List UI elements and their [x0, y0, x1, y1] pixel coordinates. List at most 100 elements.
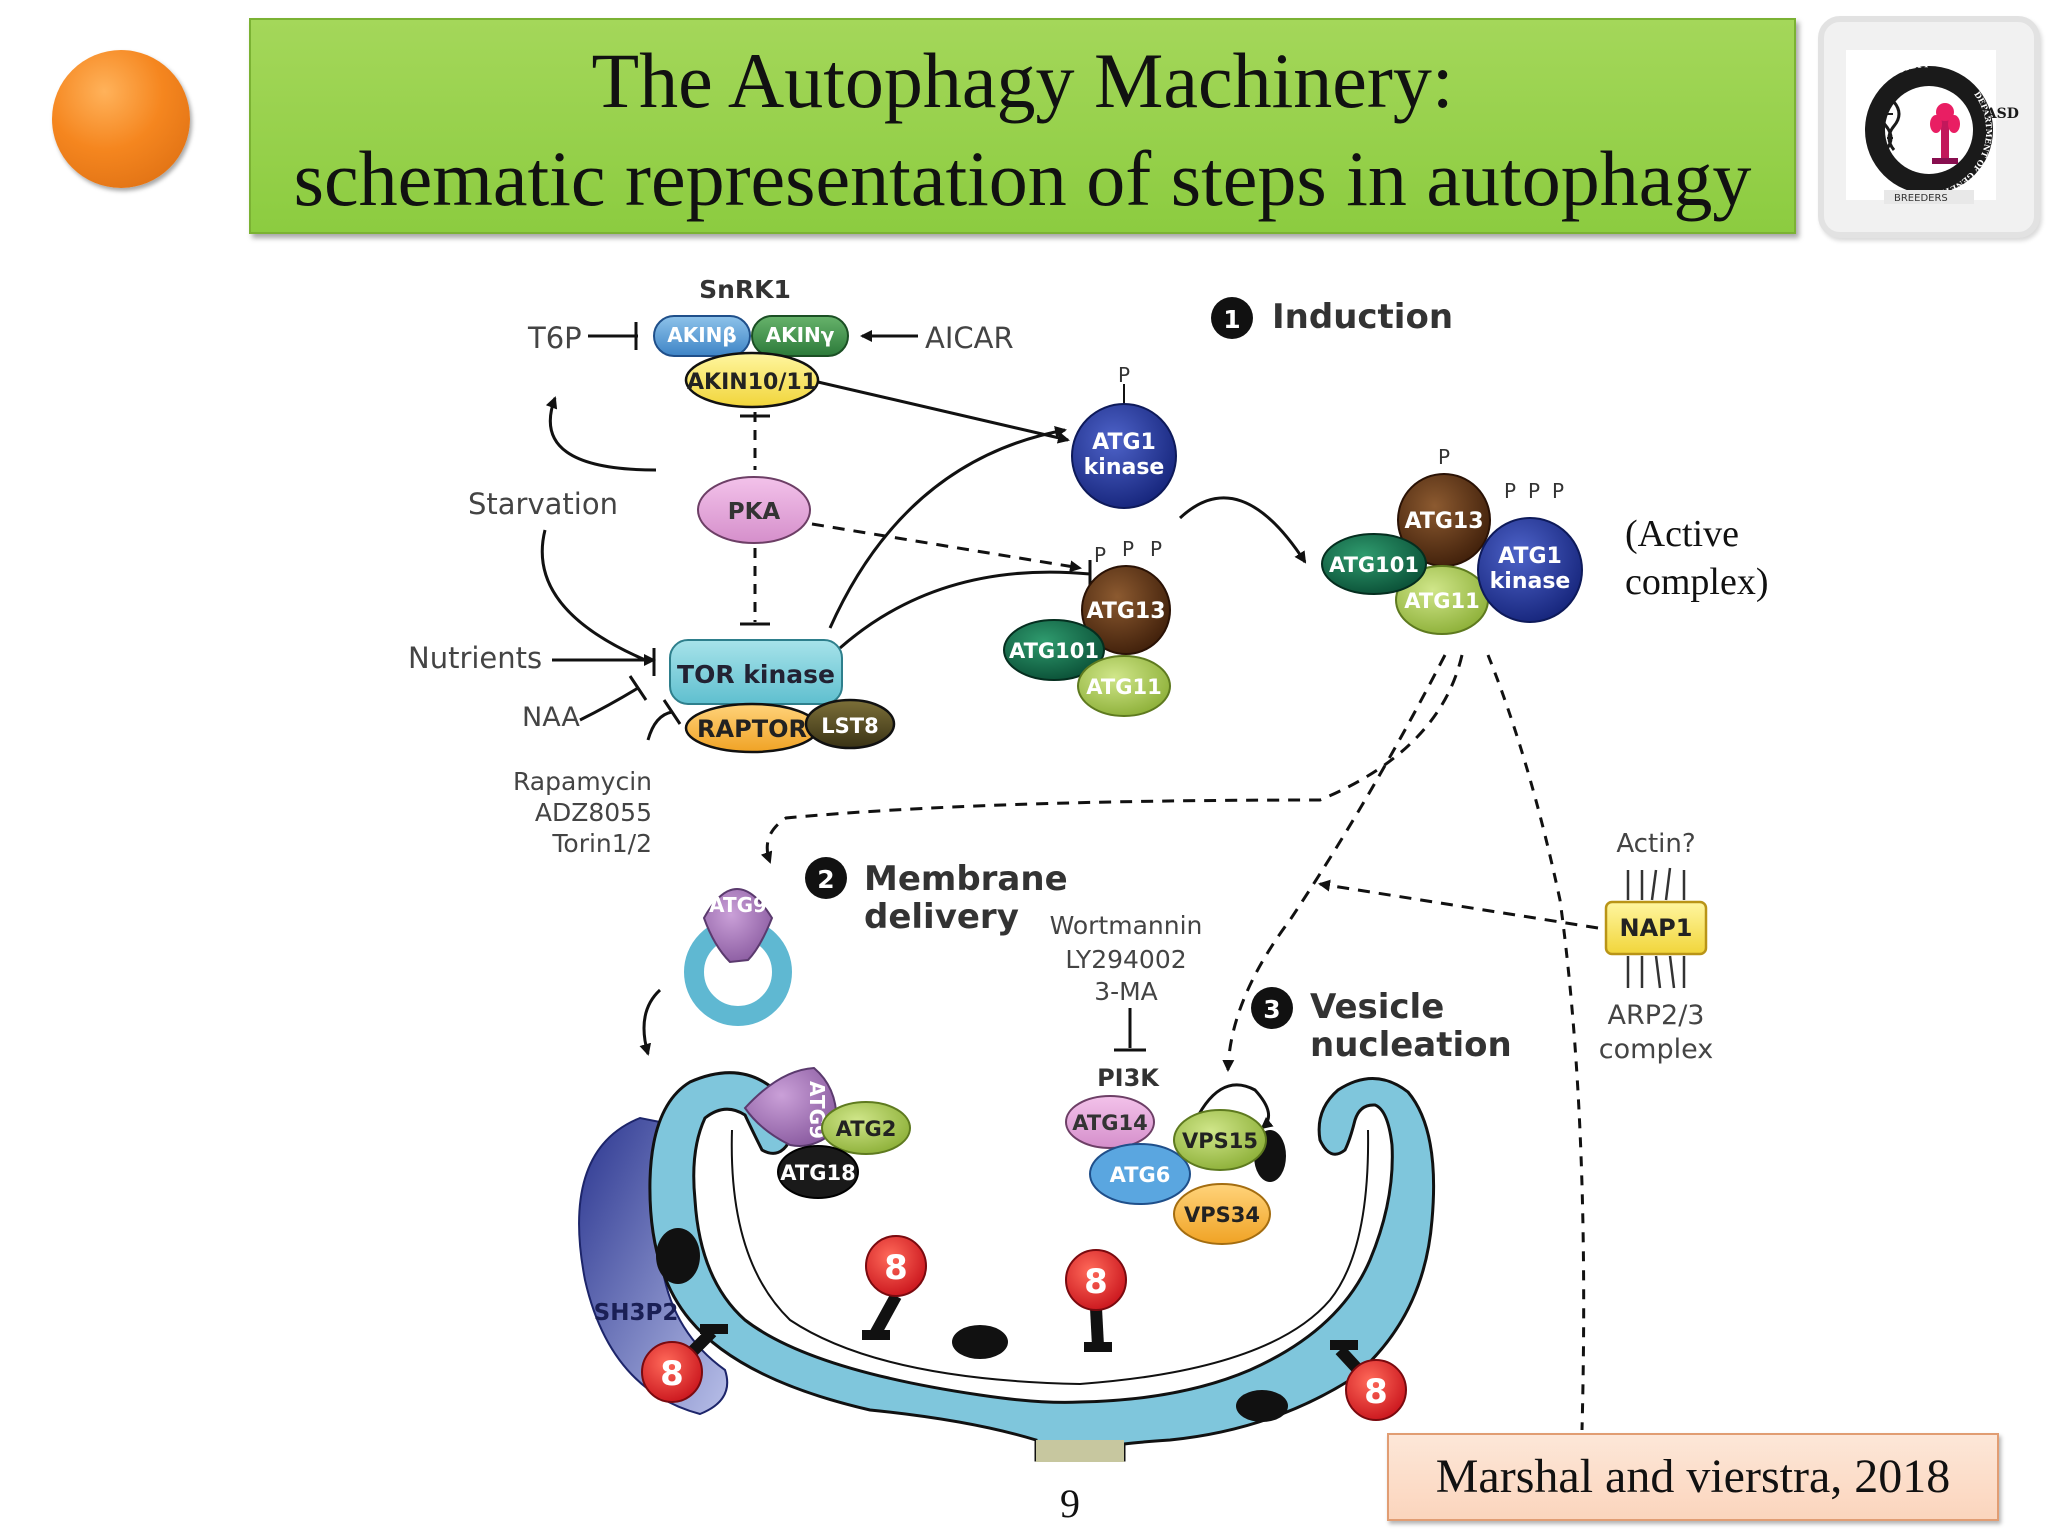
label-p-active-1: P	[1438, 445, 1450, 469]
label-atg1: ATG1	[1092, 430, 1156, 455]
label-vps15: VPS15	[1182, 1129, 1258, 1153]
label-snrk1: SnRK1	[699, 275, 791, 304]
membrane-stalk-shape	[1036, 1440, 1124, 1462]
label-akin10-11: AKIN10/11	[687, 370, 817, 395]
label-p-atg13-3: P	[1150, 537, 1162, 561]
step2-badge-icon	[805, 857, 847, 899]
logo-dna-icon	[1879, 101, 1901, 151]
atg6-shape	[1089, 1143, 1191, 1205]
label-pka: PKA	[728, 499, 781, 525]
label-atg1-kinase: kinase	[1084, 455, 1165, 480]
label-raptor: RAPTOR	[697, 715, 807, 743]
label-naa: NAA	[522, 702, 580, 733]
active-complex-line1: (Active	[1625, 513, 1739, 555]
diagram-labels: SnRK1 T6P AICAR AKINβ AKINγ AKIN10/11 PK…	[408, 275, 1713, 1462]
label-p-atg13-1: P	[1094, 543, 1106, 567]
atg13-shape	[1081, 565, 1171, 655]
label-pi3k: PI3K	[1097, 1064, 1160, 1092]
label-rapamycin: Rapamycin	[513, 767, 652, 796]
label-torin: Torin1/2	[551, 829, 652, 858]
active-complex-annotation: (Active complex)	[1625, 510, 1769, 606]
label-starvation: Starvation	[468, 487, 618, 521]
slide-title-line2: schematic representation of steps in aut…	[293, 135, 1752, 222]
label-nap1: NAP1	[1620, 914, 1693, 942]
label-atg8-2: 8	[1084, 1262, 1108, 1302]
step1-number: 1	[1223, 305, 1240, 334]
atg14-shape	[1065, 1095, 1155, 1149]
atg2-shape	[821, 1101, 911, 1155]
label-3-ma: 3-MA	[1094, 977, 1158, 1006]
label-active-atg13: ATG13	[1405, 509, 1484, 534]
atg8-markers: 8 8 8 8	[641, 1235, 1407, 1421]
active-atg1-shape	[1477, 517, 1583, 623]
atg8-marker-2	[1065, 1249, 1127, 1311]
label-adz8055: ADZ8055	[535, 798, 652, 827]
atg1-kinase-shape	[1071, 403, 1177, 509]
label-atg18: ATG18	[780, 1161, 855, 1185]
society-logo: GENETICS SOCIETY DEPARTMENT OF GENETICS …	[1818, 14, 2040, 238]
step2-number: 2	[817, 865, 834, 894]
label-p-atg1: P	[1118, 363, 1130, 387]
label-ly294002: LY294002	[1065, 945, 1186, 974]
atg8-marker-3	[1345, 1359, 1407, 1421]
label-atg13: ATG13	[1087, 599, 1166, 624]
step3-label-line1: Vesicle	[1310, 987, 1444, 1027]
akin-gamma-shape	[751, 315, 849, 357]
label-atg9: ATG9	[709, 893, 767, 917]
label-atg6: ATG6	[1110, 1163, 1171, 1187]
akin10-11-shape	[684, 351, 820, 409]
step1-badge-icon	[1211, 297, 1253, 339]
slide-title-box: The Autophagy Machinery: schematic repre…	[249, 18, 1796, 234]
label-akin-beta: AKINβ	[667, 323, 736, 347]
nap1-shape	[1604, 900, 1708, 956]
atg8-marker-1	[865, 1235, 927, 1297]
membrane-anchor-1	[656, 1228, 700, 1284]
label-atg8-1: 8	[884, 1248, 908, 1288]
step3-number: 3	[1263, 995, 1280, 1024]
atg9-shape	[702, 888, 774, 964]
active-complex-line2: complex)	[1625, 561, 1769, 603]
label-akin-gamma: AKINγ	[766, 323, 835, 347]
label-wortmannin: Wortmannin	[1050, 911, 1203, 940]
label-atg8-3: 8	[1364, 1372, 1388, 1412]
label-aicar: AICAR	[925, 321, 1014, 355]
step2-label-line1: Membrane	[864, 859, 1068, 899]
pka-shape	[697, 476, 811, 544]
label-p-active-3: P	[1528, 479, 1540, 503]
step1-label: Induction	[1272, 297, 1453, 337]
label-nutrients: Nutrients	[408, 641, 542, 675]
citation-box: Marshal and vierstra, 2018	[1387, 1433, 1999, 1521]
label-t6p: T6P	[527, 321, 582, 355]
label-vps34: VPS34	[1184, 1203, 1260, 1227]
actin-filaments-icon	[1626, 867, 1686, 989]
vps15-shape	[1173, 1109, 1267, 1171]
label-p-active-4: P	[1552, 479, 1564, 503]
step3-badge-icon	[1251, 987, 1293, 1029]
vps34-shape	[1173, 1183, 1271, 1245]
label-arp23: ARP2/3	[1608, 1000, 1705, 1031]
orange-bullet-icon	[52, 50, 190, 188]
step2-label-line2: delivery	[864, 897, 1019, 937]
label-tor-kinase: TOR kinase	[677, 660, 835, 689]
label-arp23-complex: complex	[1599, 1034, 1713, 1065]
logo-uasd-text: UASD	[1974, 106, 2019, 122]
membrane-anchor-2	[952, 1325, 1008, 1359]
label-atg101: ATG101	[1009, 639, 1099, 663]
atg11-shape	[1077, 655, 1171, 717]
step3-label-line2: nucleation	[1310, 1025, 1512, 1065]
active-atg101-shape	[1321, 533, 1427, 595]
label-p-atg13-2: P	[1122, 537, 1134, 561]
atg8-marker-4	[641, 1341, 703, 1403]
label-active-atg101: ATG101	[1329, 553, 1419, 577]
connector-lines	[540, 322, 1599, 1431]
label-atg2: ATG2	[836, 1117, 897, 1141]
membrane-anchor-3	[1236, 1390, 1288, 1422]
label-active-atg1: ATG1	[1498, 544, 1562, 569]
label-sh3p2: SH3P2	[594, 1300, 679, 1326]
akin-beta-shape	[653, 315, 751, 357]
atg18-shape	[777, 1145, 859, 1199]
phagophore-membrane	[648, 1071, 1436, 1462]
slide-title-line1: The Autophagy Machinery:	[591, 37, 1454, 124]
label-active-atg1-kinase: kinase	[1490, 569, 1571, 594]
label-lst8: LST8	[821, 714, 878, 738]
